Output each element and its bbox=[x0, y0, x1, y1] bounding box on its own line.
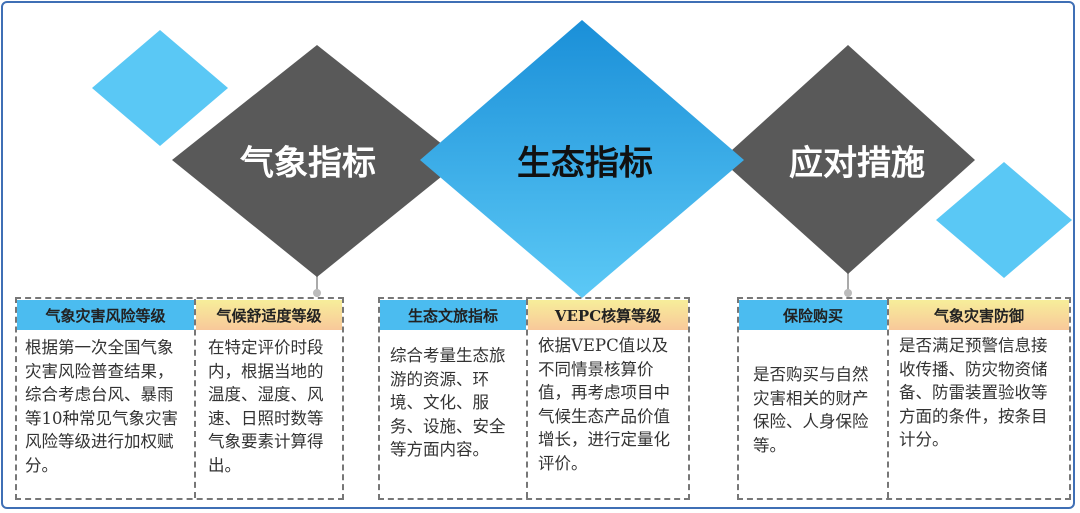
card-text: 是否购买与自然灾害相关的财产保险、人身保险等。 bbox=[753, 365, 869, 455]
card-title: 气候舒适度等级 bbox=[196, 300, 342, 330]
card-text: 综合考量生态旅游的资源、环境、文化、服务、设施、安全等方面内容。 bbox=[390, 346, 506, 459]
diamond-label-meteorology: 气象指标 bbox=[240, 143, 376, 184]
card-text: 是否满足预警信息接收传播、防灾物资储备、防雷装置验收等方面的条件，按条目计分。 bbox=[899, 336, 1048, 449]
response-group: 保险购买 是否购买与自然灾害相关的财产保险、人身保险等。 气象灾害防御 是否满足… bbox=[737, 297, 1071, 500]
meteorology-group: 气象灾害风险等级 根据第一次全国气象灾害风险普查结果，综合考虑台风、暴雨等10种… bbox=[15, 297, 344, 500]
diamond-response bbox=[721, 45, 975, 274]
diamond-label-response: 应对措施 bbox=[789, 143, 925, 184]
card-title: VEPC核算等级 bbox=[528, 300, 688, 330]
card-title: 生态文旅指标 bbox=[380, 300, 526, 330]
card-text: 根据第一次全国气象灾害风险普查结果，综合考虑台风、暴雨等10种常见气象灾害风险等… bbox=[25, 338, 178, 475]
card-disaster-defense: 气象灾害防御 是否满足预警信息接收传播、防灾物资储备、防雷装置验收等方面的条件，… bbox=[887, 299, 1069, 498]
diamond-ecology bbox=[420, 20, 744, 298]
connector-dot bbox=[313, 289, 321, 297]
card-eco-tourism: 生态文旅指标 综合考量生态旅游的资源、环境、文化、服务、设施、安全等方面内容。 bbox=[380, 299, 526, 498]
diamond-meteorology bbox=[172, 45, 462, 277]
diamond-label-ecology: 生态指标 bbox=[517, 143, 653, 184]
card-title: 气象灾害风险等级 bbox=[17, 300, 194, 330]
card-text: 依据VEPC值以及不同情景核算价值，再考虑项目中气候生态产品价值增长，进行定量化… bbox=[538, 336, 670, 473]
card-climate-comfort: 气候舒适度等级 在特定评价时段内，根据当地的温度、湿度、风速、日照时数等气象要素… bbox=[194, 299, 342, 498]
card-title: 保险购买 bbox=[739, 300, 887, 330]
card-insurance: 保险购买 是否购买与自然灾害相关的财产保险、人身保险等。 bbox=[739, 299, 887, 498]
card-disaster-risk: 气象灾害风险等级 根据第一次全国气象灾害风险普查结果，综合考虑台风、暴雨等10种… bbox=[17, 299, 194, 498]
small-diamond-bottom-right bbox=[936, 162, 1072, 278]
ecology-group: 生态文旅指标 综合考量生态旅游的资源、环境、文化、服务、设施、安全等方面内容。 … bbox=[378, 297, 690, 500]
card-vepc: VEPC核算等级 依据VEPC值以及不同情景核算价值，再考虑项目中气候生态产品价… bbox=[526, 299, 688, 498]
small-diamond-top-left bbox=[92, 30, 228, 146]
card-title: 气象灾害防御 bbox=[889, 300, 1069, 330]
card-text: 在特定评价时段内，根据当地的温度、湿度、风速、日照时数等气象要素计算得出。 bbox=[208, 338, 324, 475]
connector-dot bbox=[844, 289, 852, 297]
